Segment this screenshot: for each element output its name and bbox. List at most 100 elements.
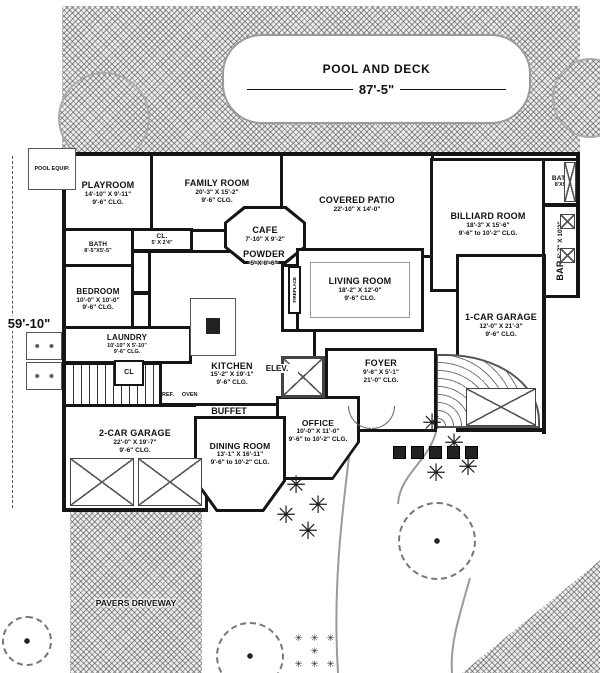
paver-strip: [462, 560, 600, 673]
room-bath-left: BATH 8'-5"X5'-5": [62, 228, 134, 268]
overall-width-value: 87'-5": [358, 81, 395, 97]
bath-left-size: 8'-5"X5'-5": [84, 248, 112, 255]
bar-name: BAR: [555, 260, 566, 281]
room-dining: DINING ROOM 13'-1" X 16'-11" 9'-6" to 10…: [194, 416, 286, 512]
room-closet-stair: CL: [114, 360, 144, 386]
kitchen-label: KITCHEN 15'-2" X 19'-1" 9'-6" CLG.: [210, 361, 254, 387]
garage-2car-door-right: [138, 458, 202, 506]
room-living: LIVING ROOM 18'-2" X 12'-0" 9'-6" CLG.: [296, 248, 424, 332]
garage-1car-door: [466, 388, 536, 426]
palm-tree-icon: ✳: [422, 410, 443, 437]
playroom-size: 14'-10" X 9'-11": [84, 191, 132, 199]
foyer-size: 9'-6" X 5'-1": [363, 368, 399, 376]
bath-upper-name: BATH: [551, 175, 571, 183]
covered-patio-name: COVERED PATIO: [319, 195, 395, 206]
covered-patio-size: 22'-10" X 14'-0": [333, 205, 381, 213]
flower-row: ✳ ✳ ✳ ✳: [294, 633, 338, 657]
deck-circle-right: [552, 58, 600, 138]
pool-deck-plaque: POOL AND DECK 87'-5": [222, 34, 531, 124]
flower-bed: ✳ ✳ ✳ ✳ ✳ ✳ ✳ ✳ ✳ ✳ ✳ ✳: [290, 632, 342, 673]
garage-1car-name: 1-CAR GARAGE: [465, 312, 537, 322]
driveway-label: PAVERS DRIVEWAY: [95, 598, 177, 608]
overall-height-value: 59'-10": [0, 316, 58, 331]
overall-width-dimension: 87'-5": [246, 81, 507, 97]
garage-2car-ceiling: 9'-6" CLG.: [119, 446, 151, 454]
living-room-ceiling-detail: [310, 262, 410, 318]
cafe-name: CAFE: [252, 225, 278, 236]
dining-label: DINING ROOM 13'-1" X 16'-11" 9'-6" to 10…: [194, 416, 286, 512]
oven-label: OVEN: [181, 392, 198, 398]
playroom-ceiling: 9'-6" CLG.: [92, 198, 124, 206]
cafe-floor: [227, 209, 303, 261]
palm-tree-icon: ✳: [286, 472, 307, 499]
garage-2car-door-left: [70, 458, 134, 506]
palm-tree-icon: ✳: [298, 518, 319, 545]
equipment-pad: [26, 332, 62, 360]
closet-hall-size: 5' X 2'4": [151, 240, 173, 247]
garage-1car-size: 12'-0" X 21'-3": [479, 322, 523, 330]
fireplace: FIREPLACE: [288, 266, 301, 314]
closet-hall-name: CL.: [156, 233, 168, 241]
shrub-icon: [429, 446, 442, 459]
refrigerator-label: REF.: [162, 392, 174, 398]
living-room-name: LIVING ROOM: [328, 276, 392, 287]
shrub-icon: [447, 446, 460, 459]
room-cafe: CAFE 7'-10" X 9'-2": [224, 206, 306, 264]
powder-label: POWDER 5' X 8'-6": [216, 249, 312, 268]
dining-room-size: 13'-1" X 16'-11": [216, 450, 264, 458]
palm-tree-icon: ✳: [458, 454, 479, 481]
bedroom-ceiling: 9'-6" CLG.: [82, 304, 114, 312]
shrub-icon: [411, 446, 424, 459]
elevator-label: ELEV.: [256, 364, 298, 373]
dining-room-ceiling: 9'-6" to 10'-2" CLG.: [210, 458, 270, 466]
kitchen-appliance-labels: REF. OVEN: [162, 392, 198, 398]
laundry-name: LAUNDRY: [106, 333, 148, 343]
bath-upper-size: 8'X5': [554, 182, 568, 189]
covered-patio-label: COVERED PATIO 22'-10" X 14'-0": [307, 196, 407, 214]
bar-appliance-icon: [560, 214, 575, 229]
driveway-area: [70, 512, 202, 673]
office-ceiling: 9'-6" to 10'-2" CLG.: [288, 435, 348, 443]
family-room-ceiling: 9'-6" CLG.: [201, 196, 233, 204]
bedroom-size: 10'-0" X 10'-0": [76, 296, 120, 304]
range-icon: [206, 318, 220, 334]
palm-tree-icon: ✳: [308, 492, 329, 519]
billiard-room-size: 18'-3" X 15'-6": [466, 222, 510, 230]
height-dimension-line: [12, 156, 13, 508]
family-room-size: 20'-3" X 15'-2": [195, 189, 239, 197]
equipment-pad: [26, 362, 62, 390]
wall-garage1-right: [542, 254, 546, 434]
elevator-shaft: [281, 356, 325, 398]
wall-top: [62, 152, 580, 156]
kitchen-ceiling: 9'-6" CLG.: [216, 379, 248, 387]
billiard-room-ceiling: 9'-6" to 10'-2" CLG.: [458, 229, 518, 237]
garage-2car-name: 2-CAR GARAGE: [99, 428, 171, 438]
closet-x-panel: [564, 162, 576, 202]
powder-size: 5' X 8'-6": [250, 259, 278, 267]
bar-appliance-icon: [560, 248, 575, 263]
wall-right-upper: [576, 152, 580, 298]
dimension-line: [246, 88, 353, 90]
powder-name: POWDER: [243, 249, 285, 259]
office-name: OFFICE: [301, 417, 335, 428]
wall-garage2-bottom: [62, 508, 208, 512]
flower-row: ✳ ✳ ✳ ✳: [294, 659, 338, 673]
garage-1car-ceiling: 9'-6" CLG.: [485, 330, 517, 338]
kitchen-size: 15'-2" X 19'-1": [210, 371, 254, 379]
living-room-ceiling: 9'-6" CLG.: [344, 294, 376, 302]
tree-icon: [2, 616, 52, 666]
shrub-icon: [393, 446, 406, 459]
playroom-name: PLAYROOM: [81, 180, 135, 191]
wall-left: [62, 152, 66, 512]
foyer-ceiling: 21'-0" CLG.: [363, 376, 399, 384]
garage-2car-size: 22'-0" X 19'-7": [113, 438, 157, 446]
dining-room-name: DINING ROOM: [209, 440, 271, 451]
pool-equipment-box: POOL EQUIP.: [28, 148, 76, 190]
pool-deck-label: POOL AND DECK: [322, 61, 431, 76]
shrub-icon: [465, 446, 478, 459]
bath-left-name: BATH: [88, 241, 108, 249]
closet-stair-name: CL: [124, 369, 134, 377]
room-laundry: LAUNDRY 10'-10" X 5'-10" 9'-6" CLG.: [62, 326, 192, 364]
living-room-size: 18'-2" X 12'-0": [338, 287, 382, 295]
